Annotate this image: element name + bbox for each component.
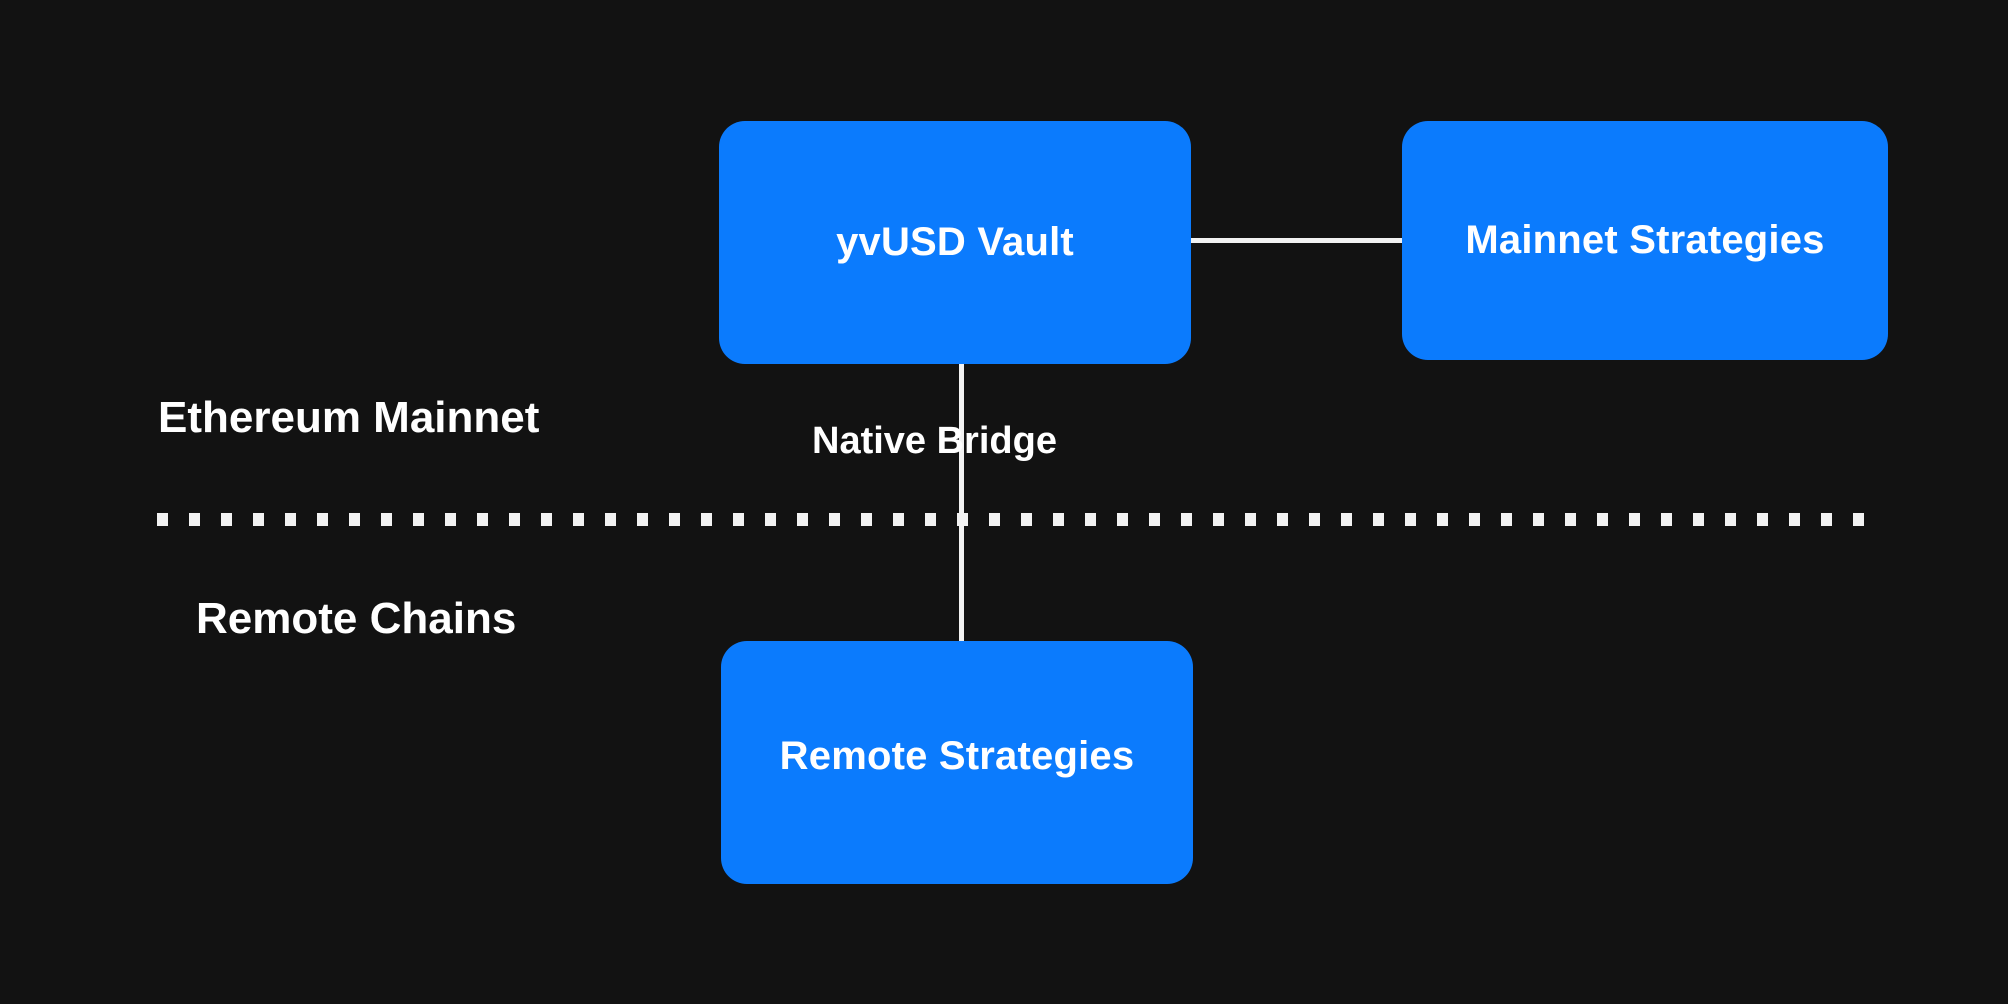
chain-divider-dashed-line	[157, 513, 1869, 526]
region-label-ethereum-mainnet: Ethereum Mainnet	[158, 393, 540, 442]
node-yvusd-vault[interactable]: yvUSD Vault	[719, 121, 1191, 364]
edge-vault-to-mainnet-strategies	[1190, 238, 1403, 243]
node-mainnet-strategies-label: Mainnet Strategies	[1465, 218, 1825, 262]
region-label-remote-chains: Remote Chains	[196, 594, 517, 643]
edge-label-native-bridge: Native Bridge	[812, 420, 1057, 462]
node-yvusd-vault-label: yvUSD Vault	[836, 220, 1074, 264]
node-mainnet-strategies[interactable]: Mainnet Strategies	[1402, 121, 1888, 360]
node-remote-strategies-label: Remote Strategies	[779, 734, 1135, 778]
edge-vault-to-remote-strategies	[959, 363, 964, 653]
node-remote-strategies[interactable]: Remote Strategies	[721, 641, 1193, 884]
